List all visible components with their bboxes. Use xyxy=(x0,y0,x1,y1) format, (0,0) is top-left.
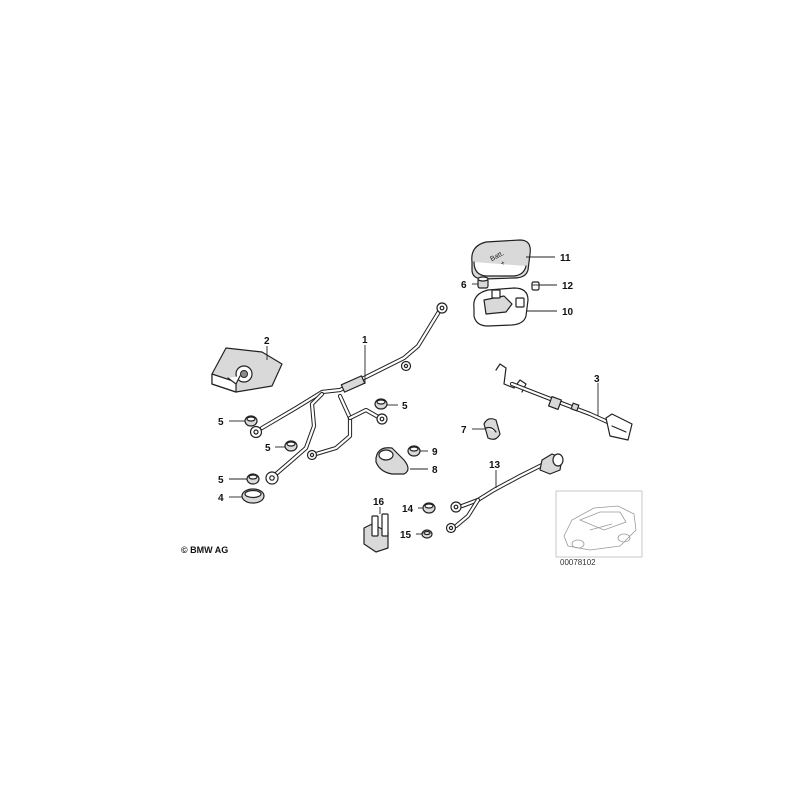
vehicle-location-thumbnail: 00078102 xyxy=(555,490,643,567)
part-10-terminal-housing[interactable] xyxy=(473,287,529,327)
callout-2: 2 xyxy=(264,336,270,347)
callout-13: 13 xyxy=(489,460,501,471)
callout-9: 9 xyxy=(432,447,438,458)
callout-8: 8 xyxy=(432,465,438,476)
part-11-batt-cover[interactable]: Batt. + xyxy=(471,239,531,280)
part-6-cap[interactable] xyxy=(477,276,489,289)
callout-11: 11 xyxy=(560,253,571,264)
part-3-bracket-cable[interactable] xyxy=(495,363,633,441)
part-14-nut[interactable] xyxy=(422,502,436,514)
part-13-ground-cable[interactable] xyxy=(445,453,564,534)
callout-7: 7 xyxy=(461,425,467,436)
part-2-junction-cover[interactable] xyxy=(211,347,283,393)
callout-15: 15 xyxy=(400,530,412,541)
callout-6: 6 xyxy=(461,280,467,291)
callout-4: 4 xyxy=(218,493,224,504)
part-8-boot[interactable] xyxy=(375,447,409,475)
part-9-nut[interactable] xyxy=(407,445,421,457)
part-5-nut-c[interactable] xyxy=(284,440,298,452)
batt-cover-plus: + xyxy=(500,260,507,268)
callout-16: 16 xyxy=(373,497,385,508)
part-7-clip[interactable] xyxy=(483,418,501,440)
callout-1: 1 xyxy=(362,335,368,346)
part-5-nut-d[interactable] xyxy=(246,473,260,485)
part-12-screw[interactable] xyxy=(531,281,540,291)
copyright-text: © BMW AG xyxy=(181,545,228,555)
part-5-nut-a[interactable] xyxy=(244,415,258,427)
part-4-grommet[interactable] xyxy=(241,488,265,504)
callout-5c: 5 xyxy=(265,443,271,454)
callout-5a: 5 xyxy=(218,417,224,428)
callout-14: 14 xyxy=(402,504,414,515)
diagram-number: 00078102 xyxy=(560,558,596,567)
part-15-nut[interactable] xyxy=(421,529,433,539)
part-1-battery-cable[interactable] xyxy=(249,302,448,485)
callout-3: 3 xyxy=(594,374,600,385)
callout-5d: 5 xyxy=(218,475,224,486)
callout-12: 12 xyxy=(562,281,574,292)
part-5-nut-b[interactable] xyxy=(374,398,388,410)
callout-5b: 5 xyxy=(402,401,408,412)
part-16-holder[interactable] xyxy=(363,513,389,553)
callout-10: 10 xyxy=(562,307,574,318)
